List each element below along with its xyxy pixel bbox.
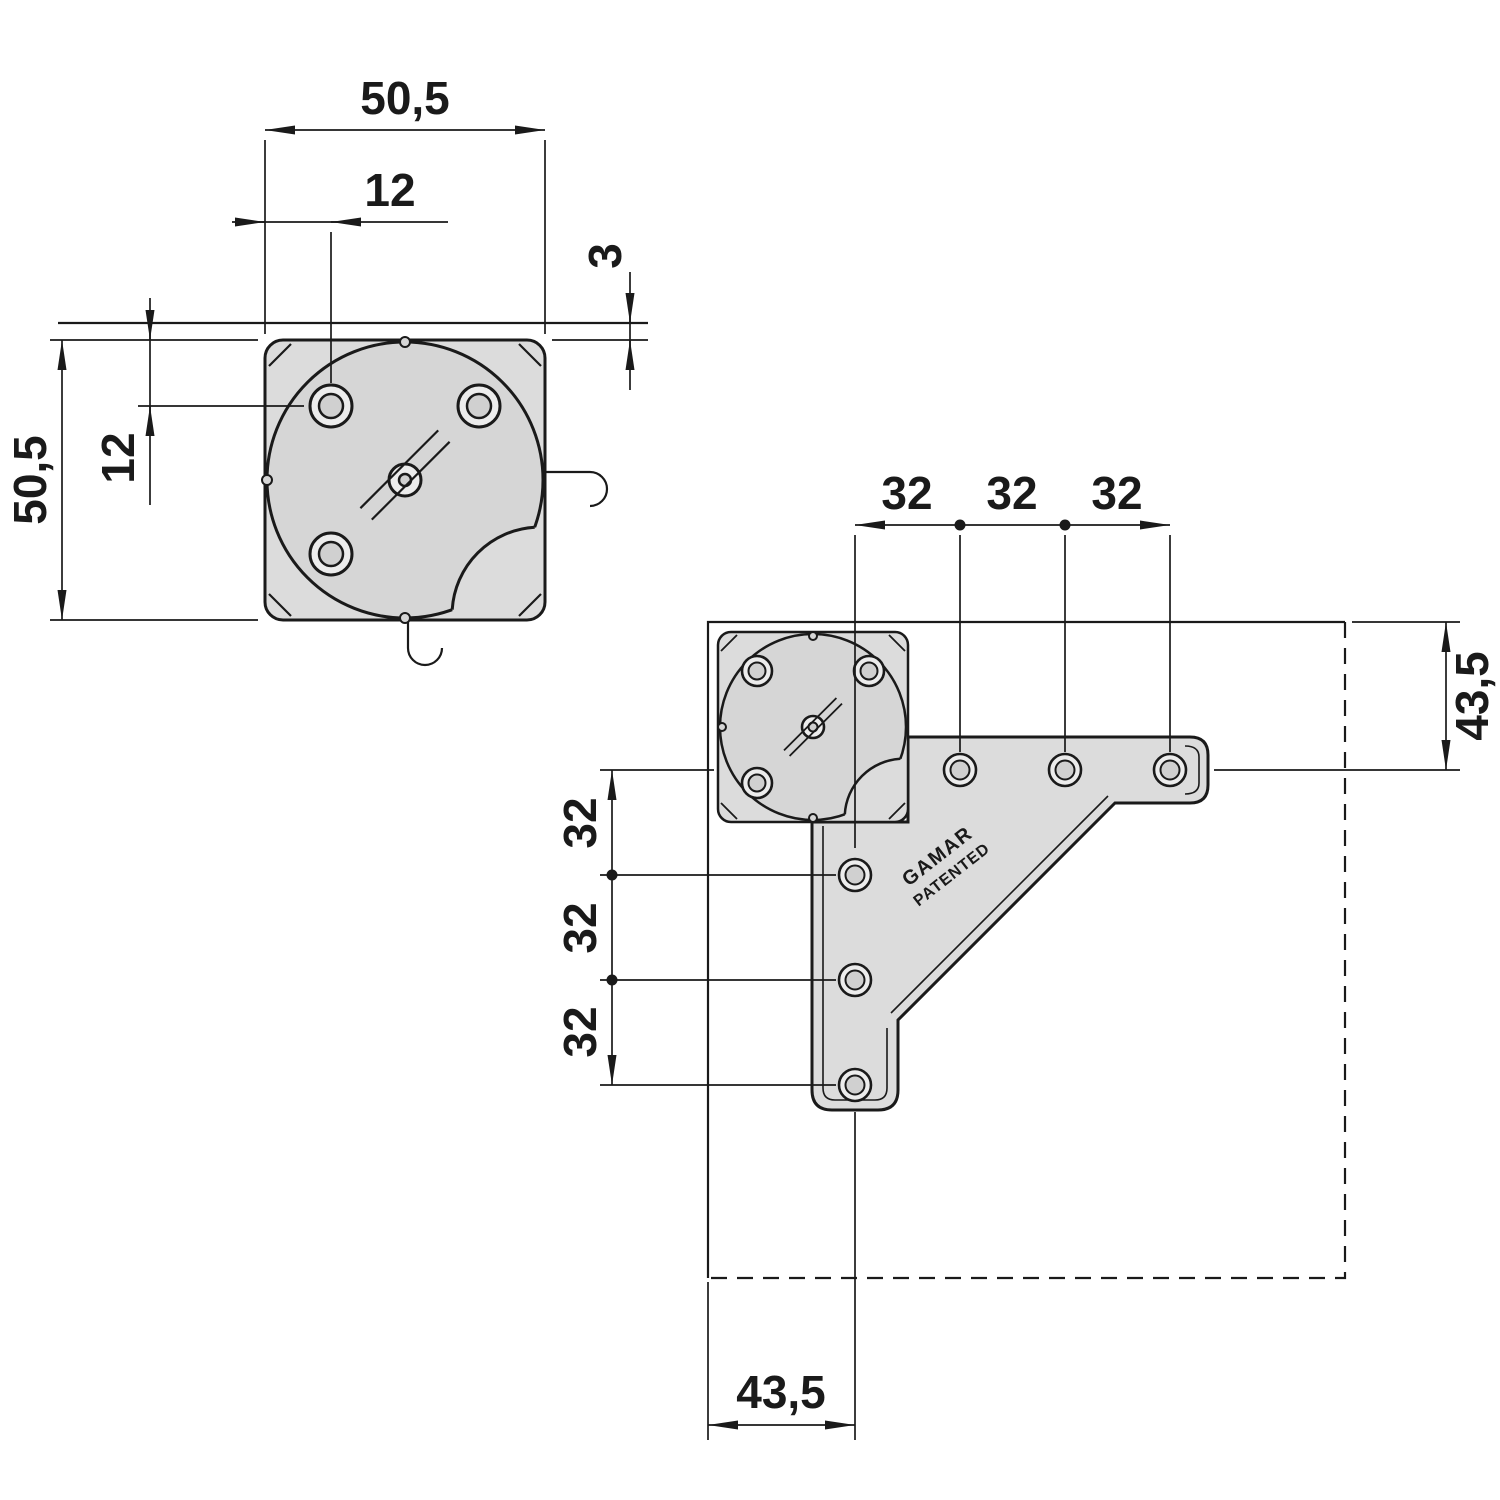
- rim-tick-bottom: [399, 612, 411, 624]
- bracket-hole-col-1: [837, 857, 873, 893]
- disc-notch-fill: [844, 758, 904, 818]
- screw-hole-inner: [317, 540, 345, 568]
- dim-label-column-spacing-1: 32: [554, 797, 606, 848]
- rim-tick-top: [808, 631, 818, 641]
- dim-label-hole-offset-vertical: 12: [92, 432, 144, 483]
- screw-hole-inner: [747, 661, 767, 681]
- mounted-view: GAMAR PATENTED: [554, 467, 1498, 1440]
- mounting-plate-mounted: [716, 630, 910, 824]
- panel-outline-solid: [706, 620, 1345, 1278]
- screw-hole-inner: [317, 392, 345, 420]
- screw-hole-top-left: [308, 383, 354, 429]
- screw-hole-top-right: [456, 383, 502, 429]
- rim-tick-top: [399, 336, 411, 348]
- bracket-rib-cap: [1184, 745, 1200, 795]
- bracket-hole-col-2: [837, 962, 873, 998]
- top-view: 50,5 12 3 50,5 12: [4, 72, 648, 667]
- screw-hole-bottom-left: [740, 766, 774, 800]
- disc-notch-fill: [452, 527, 540, 615]
- rim-tick-left: [717, 722, 727, 732]
- corner-chamfer-marks: [720, 634, 906, 820]
- screw-hole-bottom-left: [308, 531, 354, 577]
- bracket-hole-inner: [844, 1074, 866, 1096]
- corner-bracket: GAMAR PATENTED: [810, 735, 1210, 1112]
- bracket-rib-diagonal: [890, 795, 1109, 1014]
- break-symbol-right: [545, 470, 609, 508]
- bracket-hole-inner: [1054, 759, 1076, 781]
- dim-label-vertical-offset: 43,5: [1446, 651, 1498, 741]
- chain-dot: [606, 974, 618, 986]
- disc-rim-ticks: [261, 336, 411, 624]
- center-spindle-hole: [359, 429, 451, 521]
- bracket-hole-row-3: [1152, 752, 1188, 788]
- bracket-hole-inner: [1159, 759, 1181, 781]
- rim-tick-bottom: [808, 813, 818, 823]
- dim-label-plate-width: 50,5: [360, 72, 450, 124]
- dim-label-edge-gap: 3: [579, 243, 631, 269]
- panel-outline-hidden: [708, 622, 1347, 1280]
- bracket-body: [810, 735, 1210, 1112]
- dim-label-column-spacing-3: 32: [554, 1006, 606, 1057]
- chain-dot: [954, 519, 966, 531]
- disc-notch-arc: [450, 525, 535, 610]
- extension-lines: [600, 535, 1460, 1440]
- screw-hole-inner: [465, 392, 493, 420]
- dim-label-row-spacing-1: 32: [881, 467, 932, 519]
- top-view-dimensions: 50,5 12 3 50,5 12: [4, 72, 648, 621]
- break-symbol-bottom: [406, 620, 444, 667]
- screw-hole-inner: [747, 773, 767, 793]
- mounted-view-dimensions: 32 32 32 43,5 32 32 32 43,5: [554, 467, 1498, 1440]
- chain-dot: [1059, 519, 1071, 531]
- corner-chamfer-marks: [268, 343, 542, 617]
- spindle-hole-inner: [397, 472, 413, 488]
- dim-label-plate-height: 50,5: [4, 435, 56, 525]
- screw-hole-inner: [859, 661, 879, 681]
- dim-label-hole-offset-horizontal: 12: [364, 164, 415, 216]
- dim-label-horizontal-offset: 43,5: [736, 1366, 826, 1418]
- screw-hole-top-left: [740, 654, 774, 688]
- dim-label-column-spacing-2: 32: [554, 902, 606, 953]
- bracket-hole-inner: [949, 759, 971, 781]
- bracket-hole-col-3: [837, 1067, 873, 1103]
- spindle-cross-marks: [783, 697, 843, 757]
- dim-label-row-spacing-2: 32: [986, 467, 1037, 519]
- disc-notch-arc: [843, 757, 901, 815]
- rim-tick-left: [261, 474, 273, 486]
- chain-dot: [606, 869, 618, 881]
- bracket-hole-inner: [844, 969, 866, 991]
- bracket-hole-row-1: [942, 752, 978, 788]
- disc-rim-ticks: [717, 631, 818, 823]
- center-spindle-hole: [783, 697, 843, 757]
- mounting-plate-face-view: [261, 336, 547, 624]
- bracket-hole-inner: [844, 864, 866, 886]
- spindle-cross-marks: [359, 429, 451, 521]
- dim-label-row-spacing-3: 32: [1091, 467, 1142, 519]
- bracket-hole-row-2: [1047, 752, 1083, 788]
- screw-hole-top-right: [852, 654, 886, 688]
